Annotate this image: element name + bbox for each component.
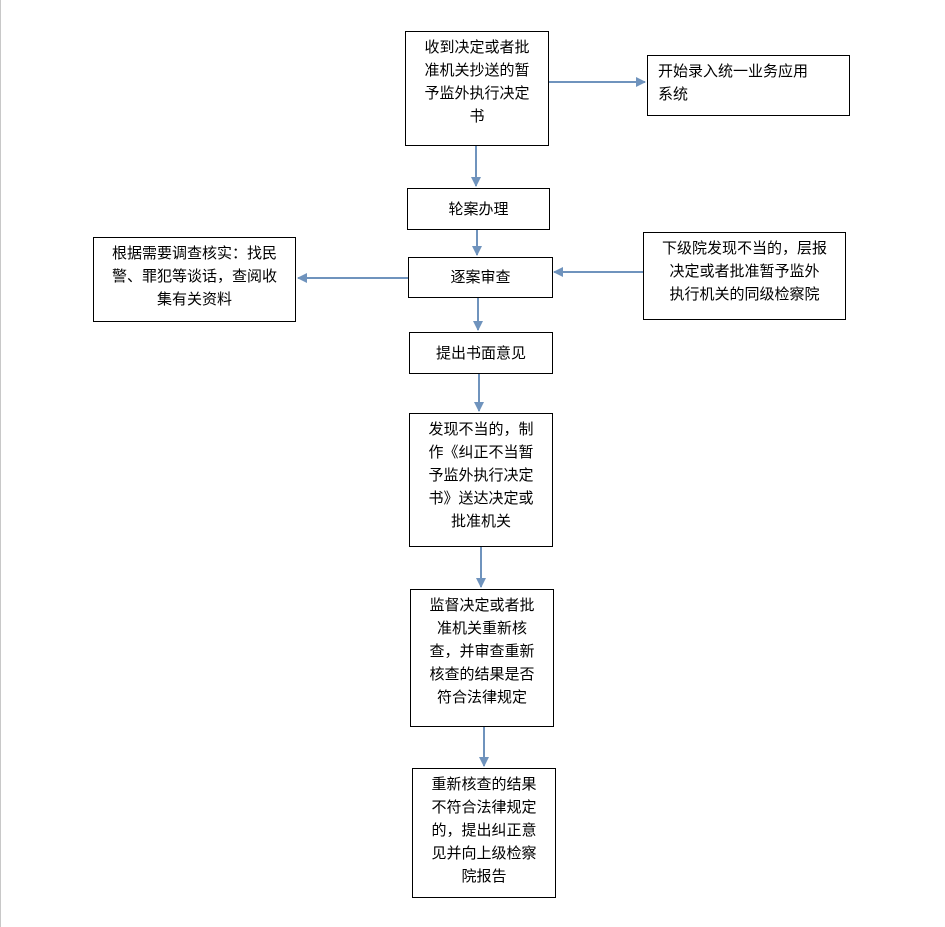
node-assign-case: 轮案办理 <box>407 188 550 230</box>
node-enter-system: 开始录入统一业务应用 系统 <box>647 55 850 116</box>
node-correction-notice: 发现不当的，制 作《纠正不当暂 予监外执行决定 书》送达决定或 批准机关 <box>409 413 553 547</box>
node-review-case: 逐案审查 <box>408 257 553 298</box>
node-investigate: 根据需要调查核实：找民 警、罪犯等谈话，查阅收 集有关资料 <box>93 237 296 322</box>
node-written-opinion: 提出书面意见 <box>409 332 553 374</box>
node-lower-court-report: 下级院发现不当的，层报 决定或者批准暂予监外 执行机关的同级检察院 <box>643 232 846 320</box>
node-report-upper: 重新核查的结果 不符合法律规定 的，提出纠正意 见并向上级检察 院报告 <box>412 768 556 898</box>
page-edge-divider <box>0 0 1 927</box>
node-supervise-recheck: 监督决定或者批 准机关重新核 查，并审查重新 核查的结果是否 符合法律规定 <box>410 589 554 727</box>
node-receive-decision: 收到决定或者批 准机关抄送的暂 予监外执行决定 书 <box>405 31 549 146</box>
